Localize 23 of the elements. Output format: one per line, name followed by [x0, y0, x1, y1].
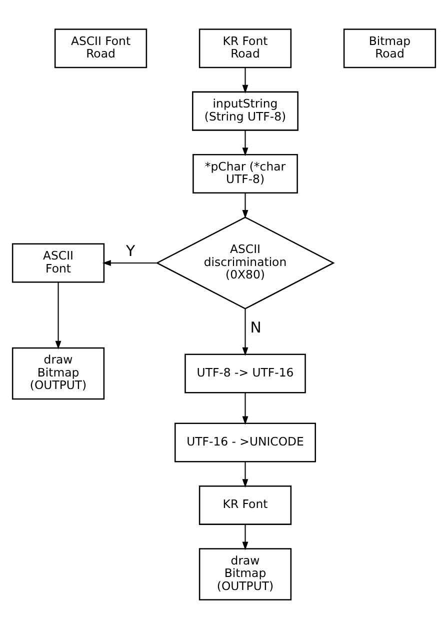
node-box: Bitmap Road	[343, 28, 436, 68]
node-box: draw Bitmap (OUTPUT)	[12, 346, 105, 400]
edge-label: Y	[126, 241, 136, 260]
node-box: ASCII Font Road	[54, 28, 148, 68]
node-box: UTF-8 -> UTF-16	[184, 353, 306, 393]
node-box: inputString (String UTF-8)	[192, 90, 298, 130]
node-diamond: ASCII discrimination (0X80)	[156, 216, 335, 309]
node-box: KR Font Road	[198, 28, 292, 68]
arrow	[242, 192, 248, 218]
node-box: *pChar (*char UTF-8)	[192, 153, 298, 193]
arrow	[242, 308, 248, 356]
arrow	[102, 260, 157, 266]
edge-label: N	[250, 318, 262, 336]
arrow	[242, 130, 248, 156]
node-box: ASCII Font	[12, 242, 105, 282]
node-box: KR Font	[198, 484, 292, 524]
arrow	[242, 461, 248, 488]
node-box: UTF-16 - >UNICODE	[174, 422, 316, 462]
arrow	[242, 392, 248, 424]
arrow	[242, 524, 248, 550]
arrow	[55, 282, 62, 349]
node-box: draw Bitmap (OUTPUT)	[198, 548, 292, 600]
arrow	[242, 67, 248, 93]
